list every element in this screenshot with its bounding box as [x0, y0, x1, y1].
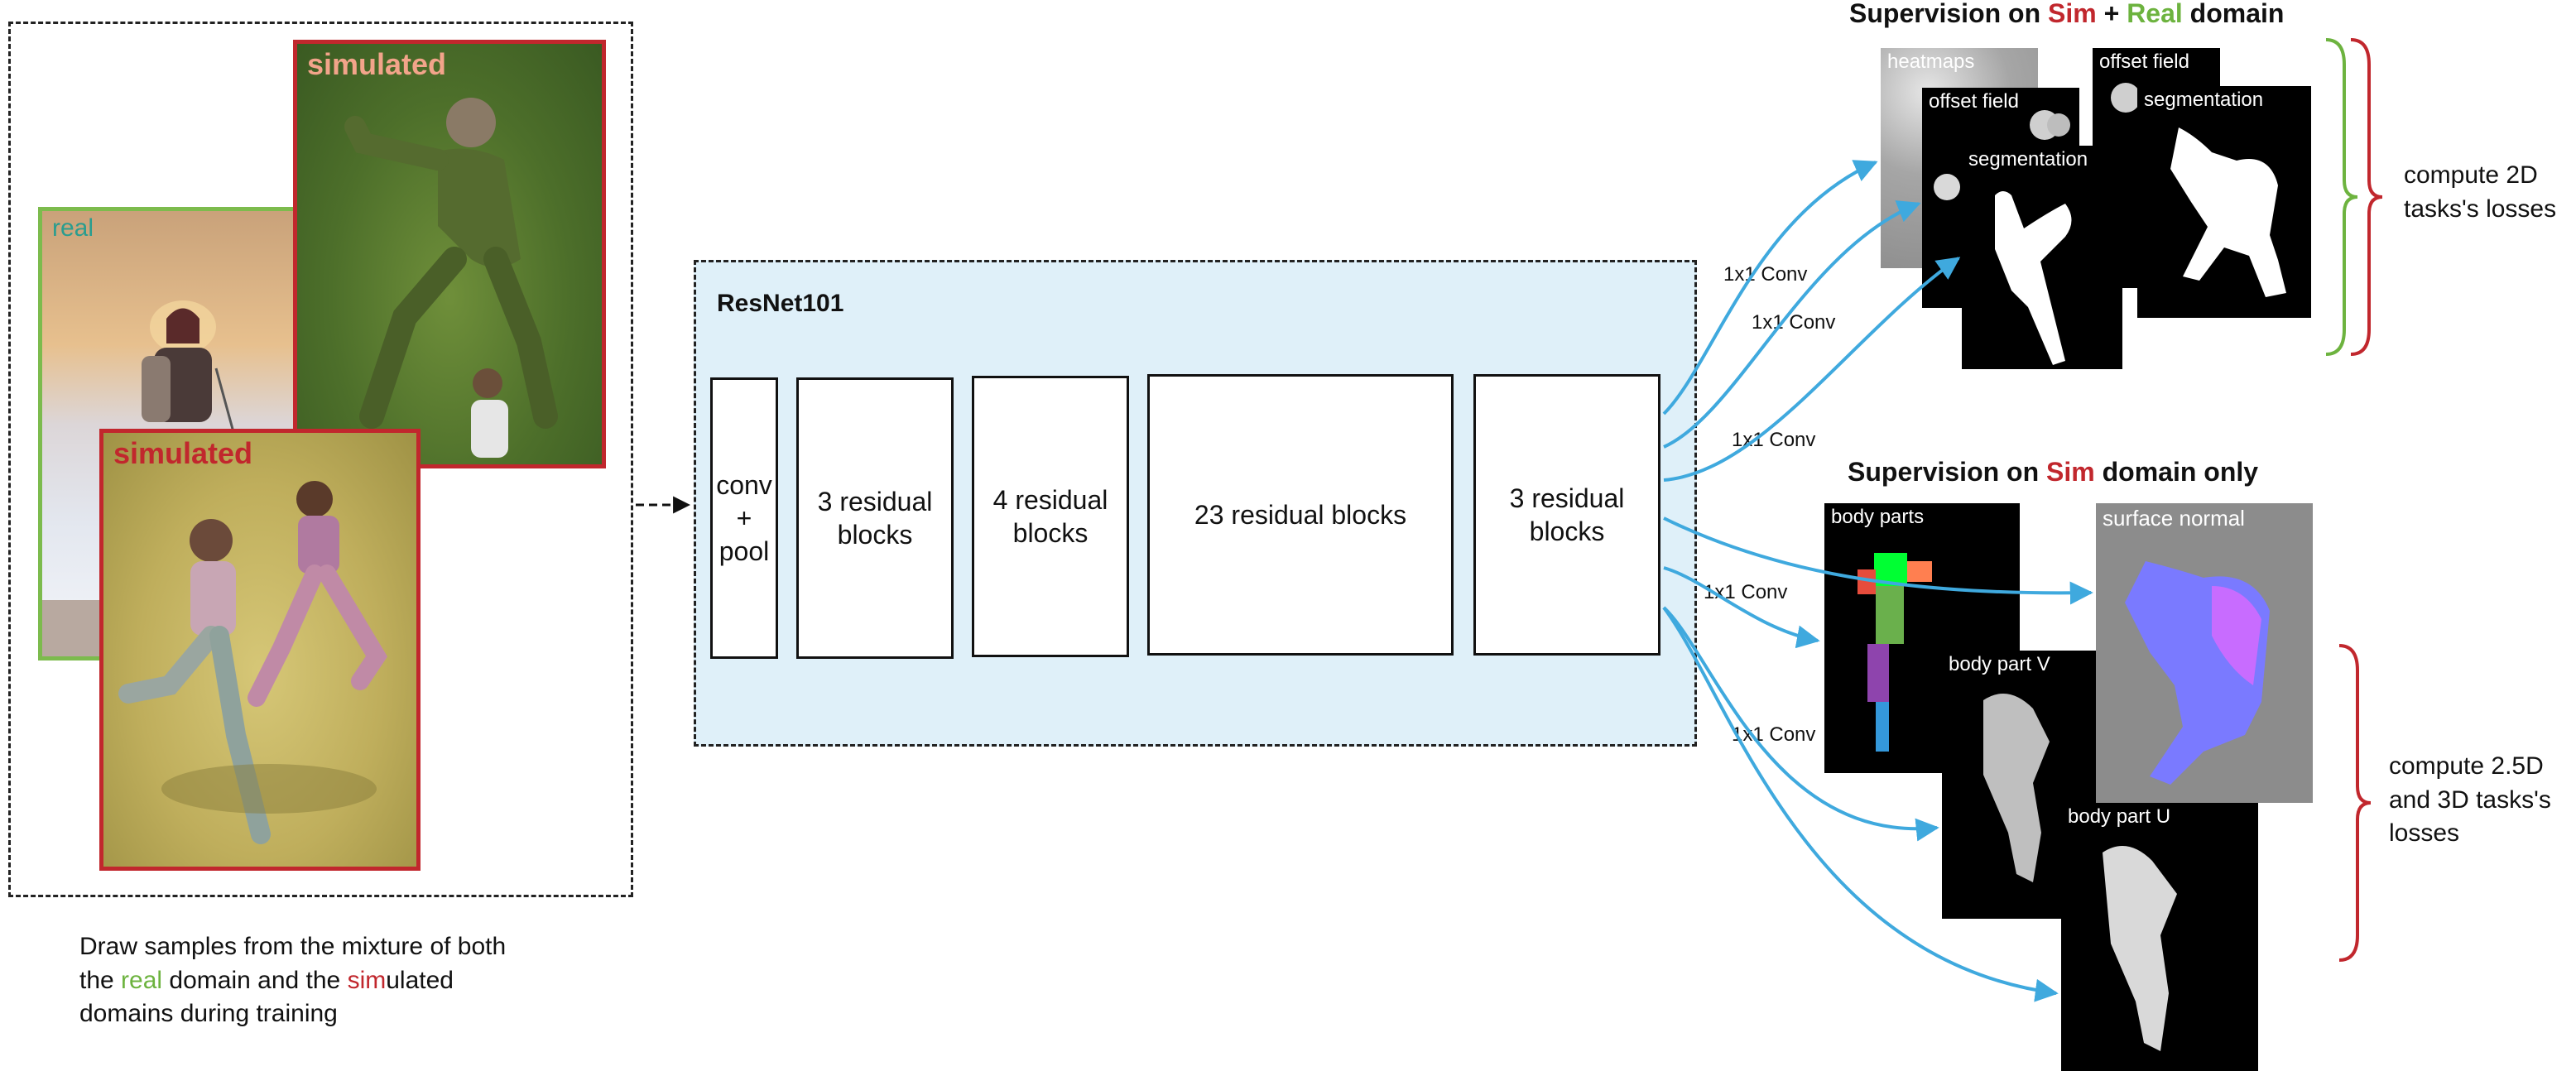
resnet101-title: ResNet101	[717, 290, 844, 317]
surface-normal-panel: surface normal	[2096, 503, 2313, 803]
arrow-to-surface-normal	[1663, 516, 2093, 605]
offset-field-a-label: offset field	[1929, 90, 2019, 113]
conv-label-1: 1x1 Conv	[1723, 263, 1808, 286]
body-parts-label: body parts	[1831, 506, 1925, 528]
arrow-to-segmentation	[1663, 257, 1961, 482]
fighter-figure-green	[344, 98, 558, 458]
body-part-u-label: body part U	[2068, 805, 2171, 828]
body-parts-image	[1858, 553, 1932, 752]
segmentation-b-label: segmentation	[2144, 89, 2264, 111]
simulated-sample-image-back: simulated	[293, 40, 606, 468]
segmentation-a-label: segmentation	[1968, 148, 2088, 171]
residual-block-stage-3: 23 residual blocks	[1147, 374, 1454, 656]
bottom-supervision-title: Supervision on Sim domain only	[1848, 457, 2259, 487]
top-brace-red	[2350, 38, 2383, 356]
arrow-to-body-parts	[1663, 566, 1820, 649]
input-caption: Draw samples from the mixture of both th…	[79, 930, 609, 1031]
top-loss-note: compute 2D tasks's losses	[2404, 161, 2557, 223]
caption-sim-word: sim	[347, 966, 387, 994]
arrow-to-heatmaps	[1662, 160, 1878, 416]
conv-pool-block: conv+pool	[710, 377, 778, 659]
arrow-to-body-part-v	[1662, 606, 1939, 842]
body-part-u-image	[2103, 846, 2177, 1051]
top-brace-green	[2325, 38, 2358, 356]
body-part-v-label: body part V	[1949, 653, 2050, 675]
fighters-figure-beige	[118, 481, 388, 844]
real-label: real	[52, 214, 94, 242]
arrow-to-offset-field	[1663, 200, 1921, 449]
segmentation-a-image	[1995, 191, 2072, 365]
offset-field-b-label: offset field	[2099, 50, 2189, 73]
conv-label-4: 1x1 Conv	[1704, 581, 1788, 603]
surface-normal-image	[2125, 561, 2270, 785]
surface-normal-label: surface normal	[2103, 506, 2245, 531]
title-sim-word-bottom: Sim	[2046, 457, 2095, 487]
conv-label-2: 1x1 Conv	[1752, 311, 1836, 334]
simulated-sample-image-front: simulated	[99, 429, 421, 871]
body-parts-panel: body parts	[1824, 503, 2020, 773]
bottom-brace-red	[2338, 644, 2372, 962]
title-sim-word: Sim	[2048, 0, 2097, 28]
bottom-loss-note: compute 2.5D and 3D tasks's losses	[2389, 752, 2551, 847]
segmentation-panel-b: segmentation	[2137, 86, 2311, 318]
input-samples-box	[8, 22, 633, 897]
simulated-label-back: simulated	[307, 47, 447, 81]
caption-line-1: Draw samples from the mixture of both	[79, 933, 507, 960]
caption-real-word: real	[121, 966, 163, 994]
title-real-word: Real	[2127, 0, 2183, 28]
offset-field-a-image	[1934, 110, 2070, 200]
caption-line-3: domains during training	[79, 1000, 338, 1027]
simulated-label-front: simulated	[113, 436, 253, 470]
arrow-to-body-part-u	[1662, 606, 2059, 1002]
caption-line-2: the real domain and the simulated	[79, 966, 454, 994]
body-part-v-image	[1983, 694, 2050, 882]
body-part-u-panel: body part U	[2061, 803, 2258, 1071]
segmentation-b-image	[2170, 127, 2286, 297]
top-supervision-title: Supervision on Sim + Real domain	[1849, 0, 2285, 28]
heatmaps-label: heatmaps	[1887, 50, 1975, 73]
